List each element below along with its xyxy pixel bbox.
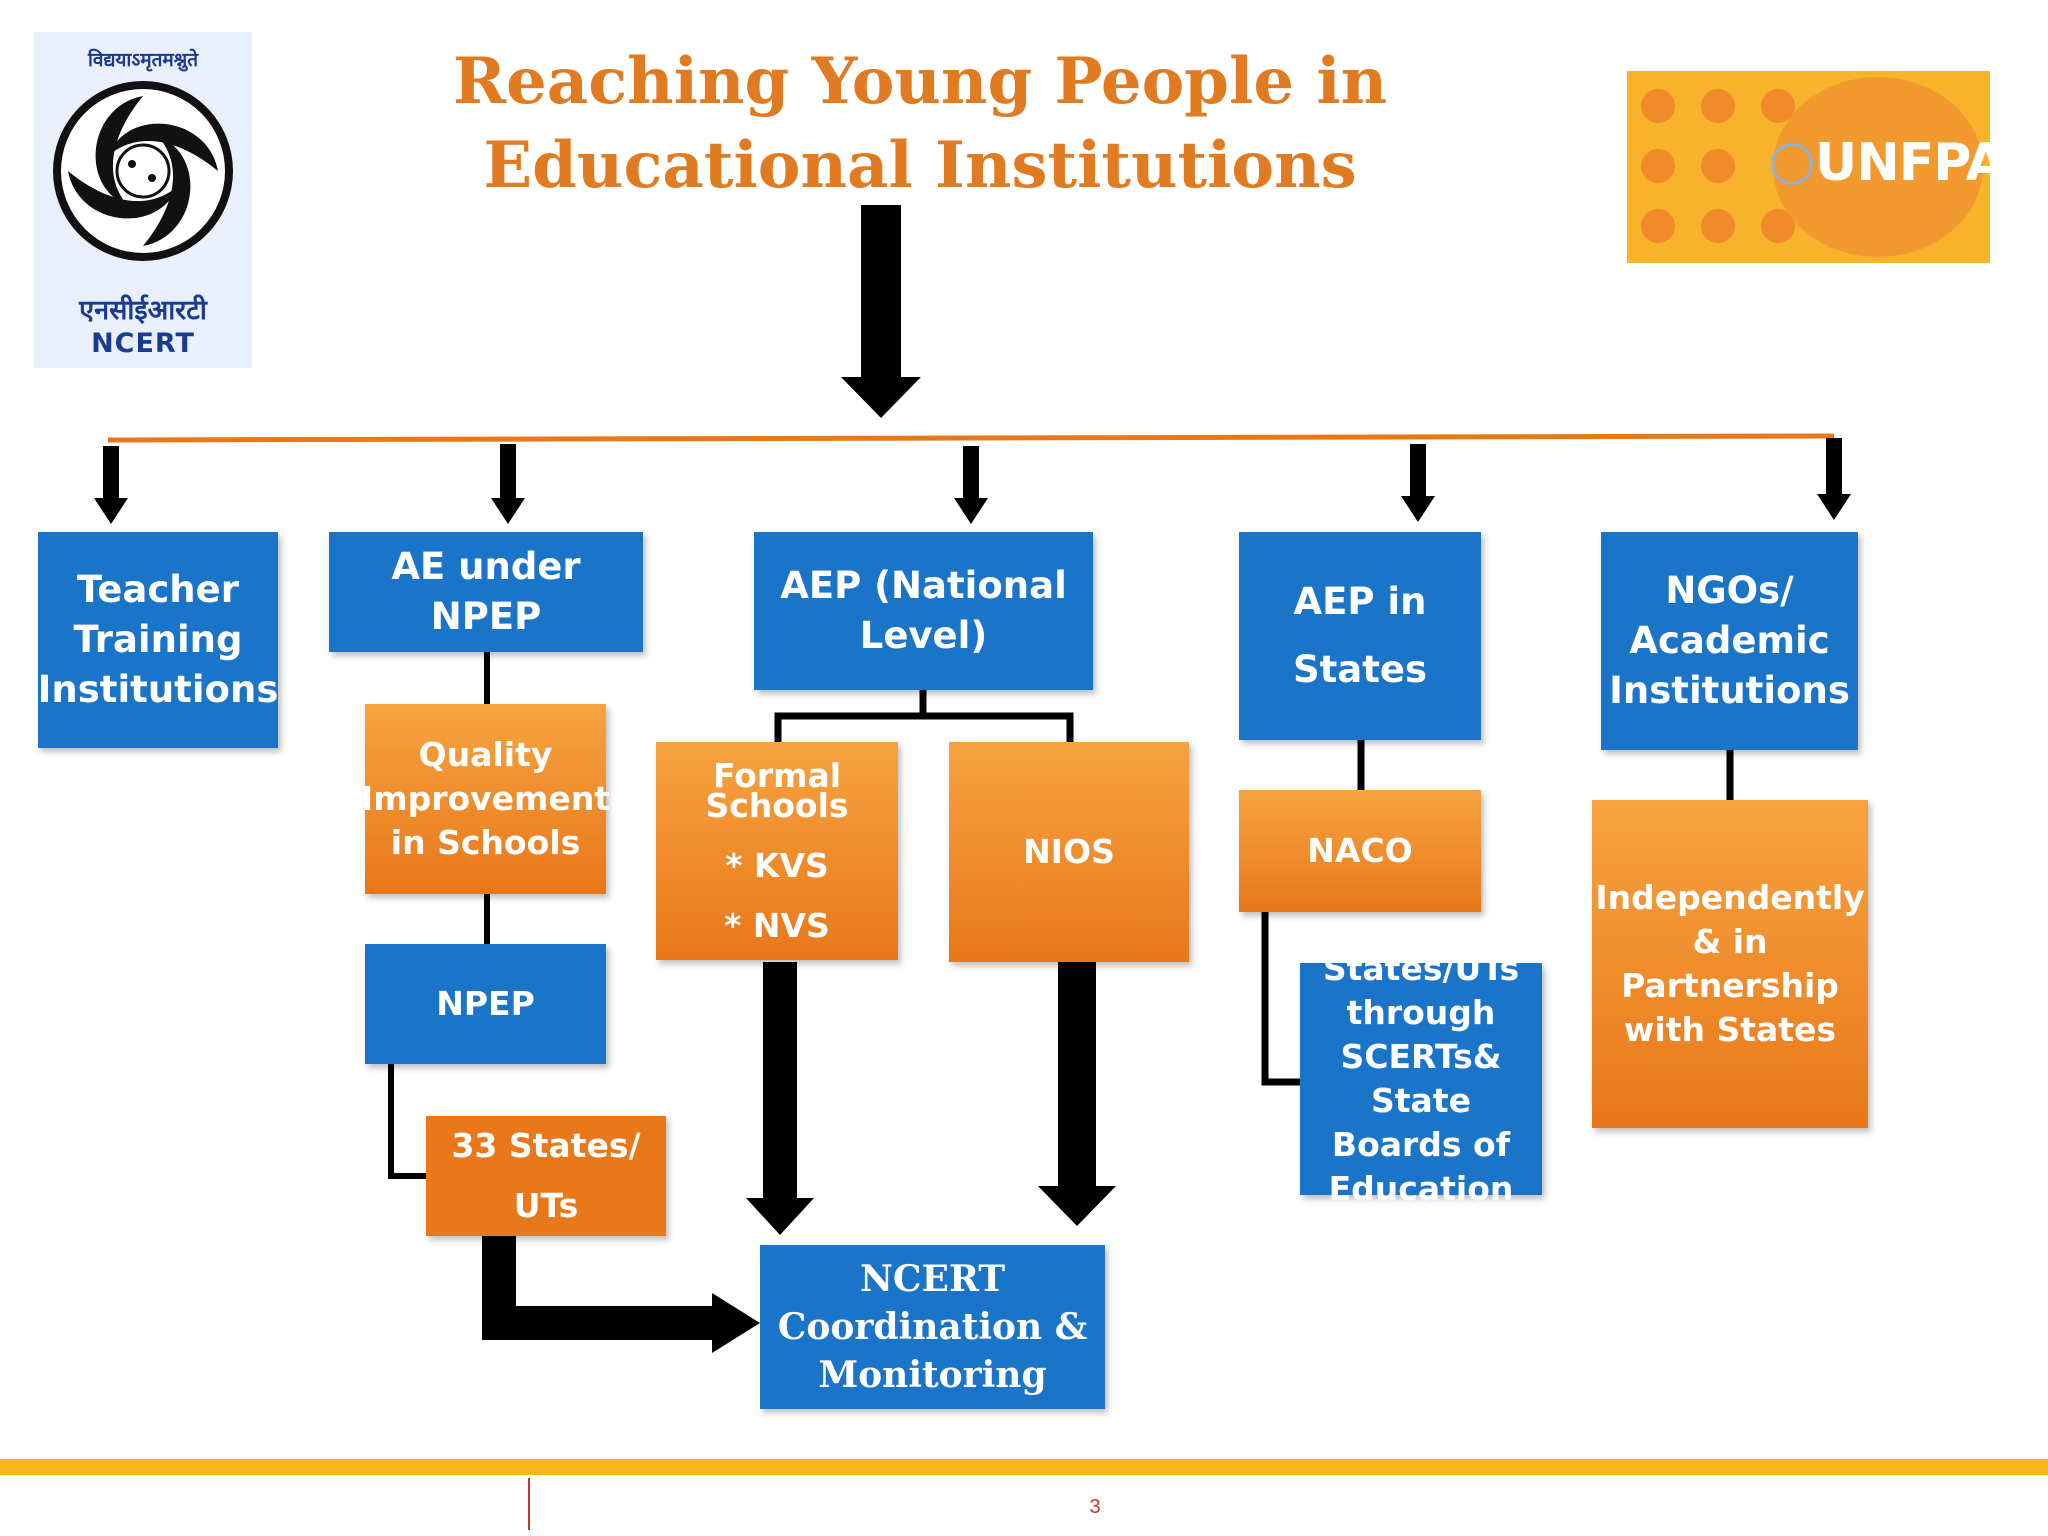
- branch-arrow: [1817, 438, 1851, 520]
- node-aep-states: AEP in States: [1239, 532, 1481, 740]
- ncert-logo-hindi-name: एनसीईआरटी: [79, 295, 207, 326]
- node-states-uts-scerts: States/UTs through SCERTs& State Boards …: [1300, 949, 1542, 1208]
- main-arrow-head: [841, 377, 921, 418]
- node-npep: NPEP: [365, 944, 606, 1064]
- ncert-emblem-icon: [53, 81, 233, 261]
- node-nios: NIOS: [949, 742, 1189, 962]
- node-ngos: NGOs/ Academic Institutions: [1601, 532, 1858, 750]
- branch-arrow: [1401, 444, 1435, 522]
- node-ncert-coordination: NCERT Coordination & Monitoring: [760, 1245, 1105, 1409]
- node-33-states-uts: 33 States/ UTs: [426, 1116, 666, 1236]
- distribution-line: [107, 433, 1835, 443]
- ncert-logo-abbr: NCERT: [91, 328, 195, 359]
- node-naco: NACO: [1239, 790, 1481, 912]
- branch-arrow: [94, 446, 128, 524]
- unfpa-logo: UNFPA: [1627, 71, 2006, 263]
- branch-arrow: [491, 444, 525, 524]
- states-to-ncert-arrow: [482, 1236, 760, 1353]
- formal-schools-to-ncert-arrow: [746, 962, 814, 1235]
- ncert-logo: विद्ययाऽमृतमश्नुते एनसीईआरटी NCERT: [34, 32, 252, 368]
- branch-arrow: [954, 446, 988, 524]
- main-arrow-shaft: [861, 205, 901, 377]
- node-independently: Independently & in Partnership with Stat…: [1592, 800, 1868, 1128]
- un-globe-icon: [1771, 143, 1813, 185]
- node-quality-improvement: Quality Improvement in Schools: [361, 704, 610, 894]
- page-number: 3: [1089, 1496, 1101, 1518]
- nios-to-ncert-arrow: [1038, 960, 1116, 1226]
- footer-divider: [528, 1478, 530, 1530]
- node-teacher-training: Teacher Training Institutions: [38, 532, 278, 748]
- node-aep-national: AEP (National Level): [754, 532, 1093, 690]
- page-title: Reaching Young People in Educational Ins…: [452, 44, 1388, 203]
- node-ae-npep: AE under NPEP: [329, 532, 643, 652]
- node-formal-schools: Formal Schools * KVS * NVS: [656, 742, 898, 960]
- unfpa-logo-text: UNFPA: [1815, 133, 2006, 193]
- ncert-logo-motto: विद्ययाऽमृतमश्नुते: [87, 49, 199, 71]
- footer-bar: [0, 1459, 2048, 1475]
